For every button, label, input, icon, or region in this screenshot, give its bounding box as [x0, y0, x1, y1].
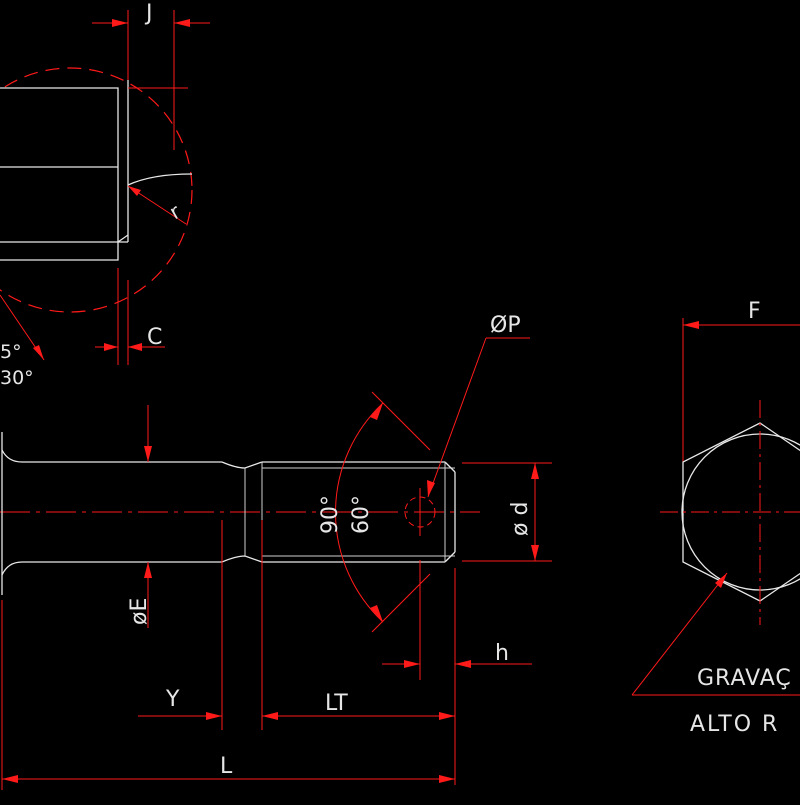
r-arrow [128, 186, 141, 196]
thread-end-chamfer-bottom [444, 551, 456, 563]
angle-arrow-top [370, 403, 383, 420]
label-90: 90° [318, 495, 343, 534]
angle-line-bottom [371, 573, 431, 633]
angle-arrow-bottom [370, 605, 383, 622]
bolt-side-view: ØP 90° 60° ø d øE h [0, 313, 552, 790]
f-arrow-left [683, 321, 699, 329]
label-phi-d: ø d [508, 502, 533, 536]
label-f: F [748, 299, 761, 324]
p-arrow [427, 480, 435, 497]
label-lt: LT [325, 691, 348, 716]
detail-fillet-arc [127, 173, 193, 186]
e-arrow-bottom [144, 562, 152, 578]
l-arrow-left [2, 775, 18, 783]
p-leader [427, 337, 487, 498]
label-phi-e: øE [127, 598, 152, 625]
h-arrow-left [404, 660, 420, 668]
label-60: 60° [349, 495, 374, 534]
label-h: h [495, 641, 509, 666]
detail-view: J r C 5° 30° [0, 1, 210, 389]
label-c: C [147, 325, 162, 350]
transition-bottom [221, 555, 263, 563]
angle-line-top [371, 391, 431, 451]
label-phi-p: ØP [490, 313, 521, 338]
y-arrow [206, 712, 222, 720]
h-arrow-right [455, 660, 471, 668]
note-line-2: ALTO R [690, 712, 779, 737]
label-r: r [165, 199, 185, 224]
j-arrow-right [174, 19, 190, 27]
label-l: L [220, 754, 233, 779]
note-leader [631, 572, 728, 696]
lt-arrow-left [262, 712, 278, 720]
head-fillet-bottom [1, 561, 23, 576]
detail-head-outline [0, 87, 119, 261]
lt-arrow-right [439, 712, 455, 720]
detail-circle [0, 67, 193, 313]
label-angle-a: 5° [0, 341, 22, 363]
d-arrow-top [531, 463, 539, 479]
label-j: J [144, 1, 153, 26]
head-fillet-top [1, 449, 23, 463]
l-arrow-right [439, 775, 455, 783]
d-arrow-bottom [531, 545, 539, 561]
label-angle-b: 30° [0, 367, 34, 389]
angle-arc [335, 402, 384, 623]
angle-arrow [33, 345, 44, 360]
label-y: Y [165, 687, 180, 712]
c-arrow-left [104, 343, 118, 351]
j-arrow-left [112, 19, 128, 27]
e-arrow-top [144, 446, 152, 462]
note-arrow [715, 573, 727, 588]
transition-top [221, 461, 263, 469]
hex-end-view: F GRAVAÇ ALTO R [631, 299, 800, 737]
thread-end-chamfer-top [444, 461, 456, 473]
detail-chamfer [117, 234, 129, 243]
c-arrow-right [128, 343, 142, 351]
note-line-1: GRAVAÇ [697, 666, 792, 691]
